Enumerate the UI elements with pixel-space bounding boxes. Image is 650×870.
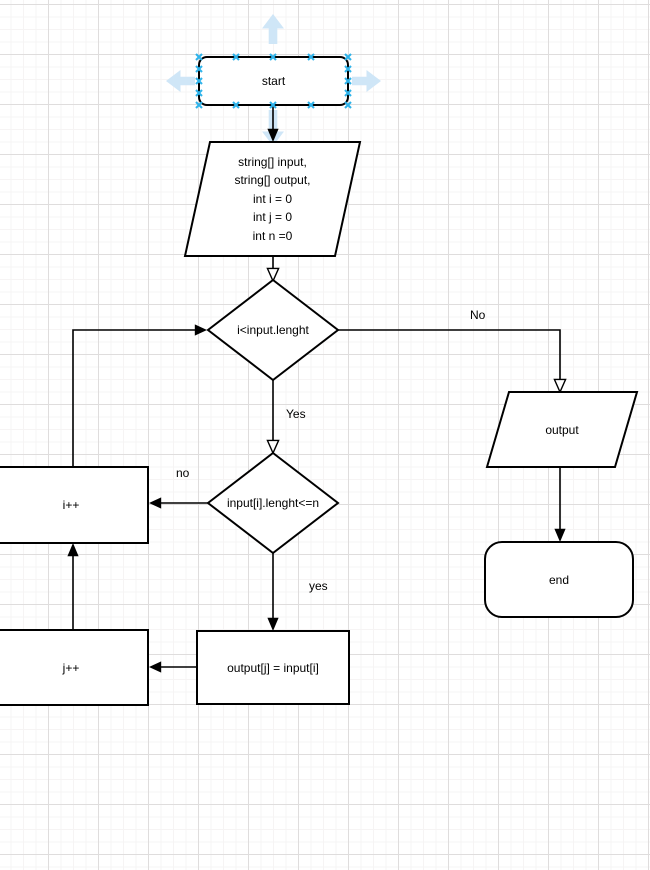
direction-arrow-right-icon[interactable] (352, 70, 381, 92)
output-node-shape[interactable] (485, 391, 639, 468)
declare-node-shape[interactable] (183, 141, 362, 257)
connectors (72, 105, 561, 668)
edge-label-no-inner[interactable]: no (176, 466, 190, 480)
arrowhead-condition-no (553, 378, 567, 394)
edge-i-to-condition[interactable] (72, 329, 195, 467)
end-node-shape[interactable] (484, 541, 634, 618)
shapes (0, 56, 639, 706)
direction-arrow-up-icon[interactable] (262, 14, 284, 44)
arrowhead-inner-no (149, 497, 162, 509)
edge-label-no-outer[interactable]: No (470, 308, 486, 322)
assign-node-shape[interactable] (196, 630, 350, 705)
increment-i-shape[interactable] (0, 466, 149, 544)
solid-arrowheads (67, 128, 566, 673)
arrowhead-j-to-i (67, 543, 79, 557)
edge-label-yes-inner[interactable]: yes (309, 579, 328, 593)
arrowhead-output-end (554, 528, 566, 542)
arrowhead-declare-condition (266, 267, 280, 283)
open-arrowheads (266, 267, 567, 455)
increment-j-shape[interactable] (0, 629, 149, 706)
edge-condition-no[interactable] (338, 329, 561, 379)
selection-connection-points[interactable] (195, 53, 352, 109)
loop-condition-shape[interactable] (206, 278, 340, 382)
length-condition-shape[interactable] (206, 451, 340, 555)
arrowhead-assign-j (149, 661, 162, 673)
connection-point-crosses (195, 53, 352, 109)
edge-label-yes-outer[interactable]: Yes (286, 407, 306, 421)
start-node-shape[interactable] (198, 56, 349, 106)
arrowhead-condition-yes (266, 439, 280, 455)
arrowhead-start-declare (267, 128, 279, 142)
direction-arrow-left-icon[interactable] (166, 70, 195, 92)
arrowhead-inner-yes (267, 617, 279, 631)
arrowhead-i-to-condition (194, 324, 207, 336)
